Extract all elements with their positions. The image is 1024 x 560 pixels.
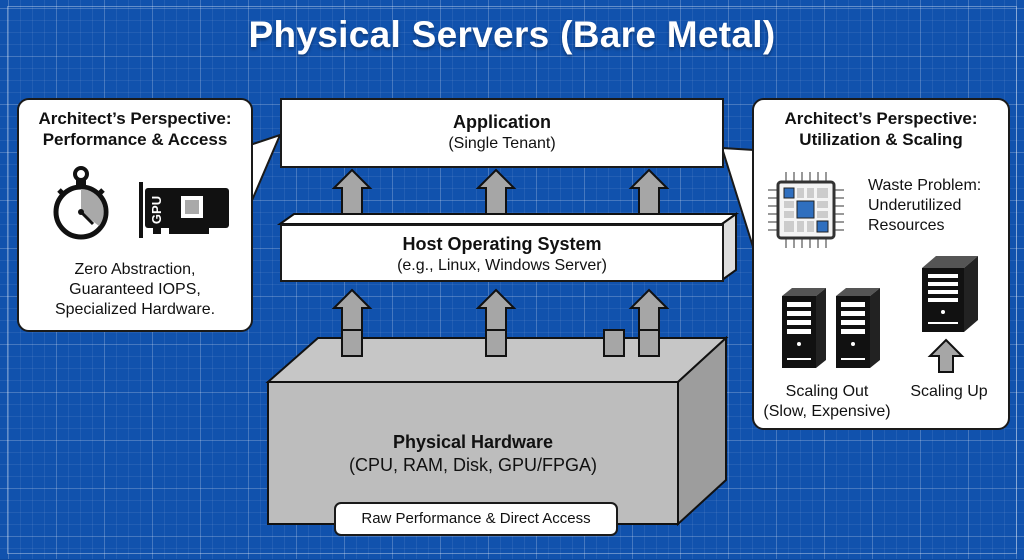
- server-tower-icon: [836, 288, 880, 368]
- left-panel-title: Architect’s Perspective: Performance & A…: [38, 109, 232, 149]
- gpu-card-icon: GPU: [139, 182, 229, 238]
- scaling-out-label: Scaling Out (Slow, Expensive): [763, 383, 891, 420]
- application-layer: Application (Single Tenant): [280, 98, 724, 168]
- arrow-stem: [485, 329, 507, 357]
- blueprint-frame: [7, 6, 1017, 554]
- waste-problem-text: Waste Problem: Underutilized Resources: [868, 177, 982, 234]
- arrow-stem: [603, 329, 625, 357]
- stopwatch-icon: [53, 166, 109, 240]
- left-perspective-panel: Architect’s Perspective: Performance & A…: [17, 98, 253, 332]
- right-panel-title: Architect’s Perspective: Utilization & S…: [784, 109, 978, 149]
- cpu-chip-icon: [768, 172, 844, 248]
- gpu-label: GPU: [149, 196, 164, 224]
- right-perspective-panel: Architect’s Perspective: Utilization & S…: [752, 98, 1010, 430]
- scaling-up-label: Scaling Up: [910, 383, 988, 400]
- large-server-icon: [922, 256, 978, 332]
- hardware-label: Physical Hardware (CPU, RAM, Disk, GPU/F…: [348, 432, 597, 475]
- page-title: Physical Servers (Bare Metal): [248, 14, 776, 55]
- scale-up-arrow-icon: [927, 338, 965, 373]
- left-panel-description: Zero Abstraction, Guaranteed IOPS, Speci…: [54, 261, 216, 318]
- raw-performance-badge: Raw Performance & Direct Access: [334, 502, 618, 536]
- server-tower-icon: [782, 288, 826, 368]
- host-os-layer: Host Operating System (e.g., Linux, Wind…: [280, 224, 724, 282]
- physical-hardware-block-3d: [265, 329, 729, 527]
